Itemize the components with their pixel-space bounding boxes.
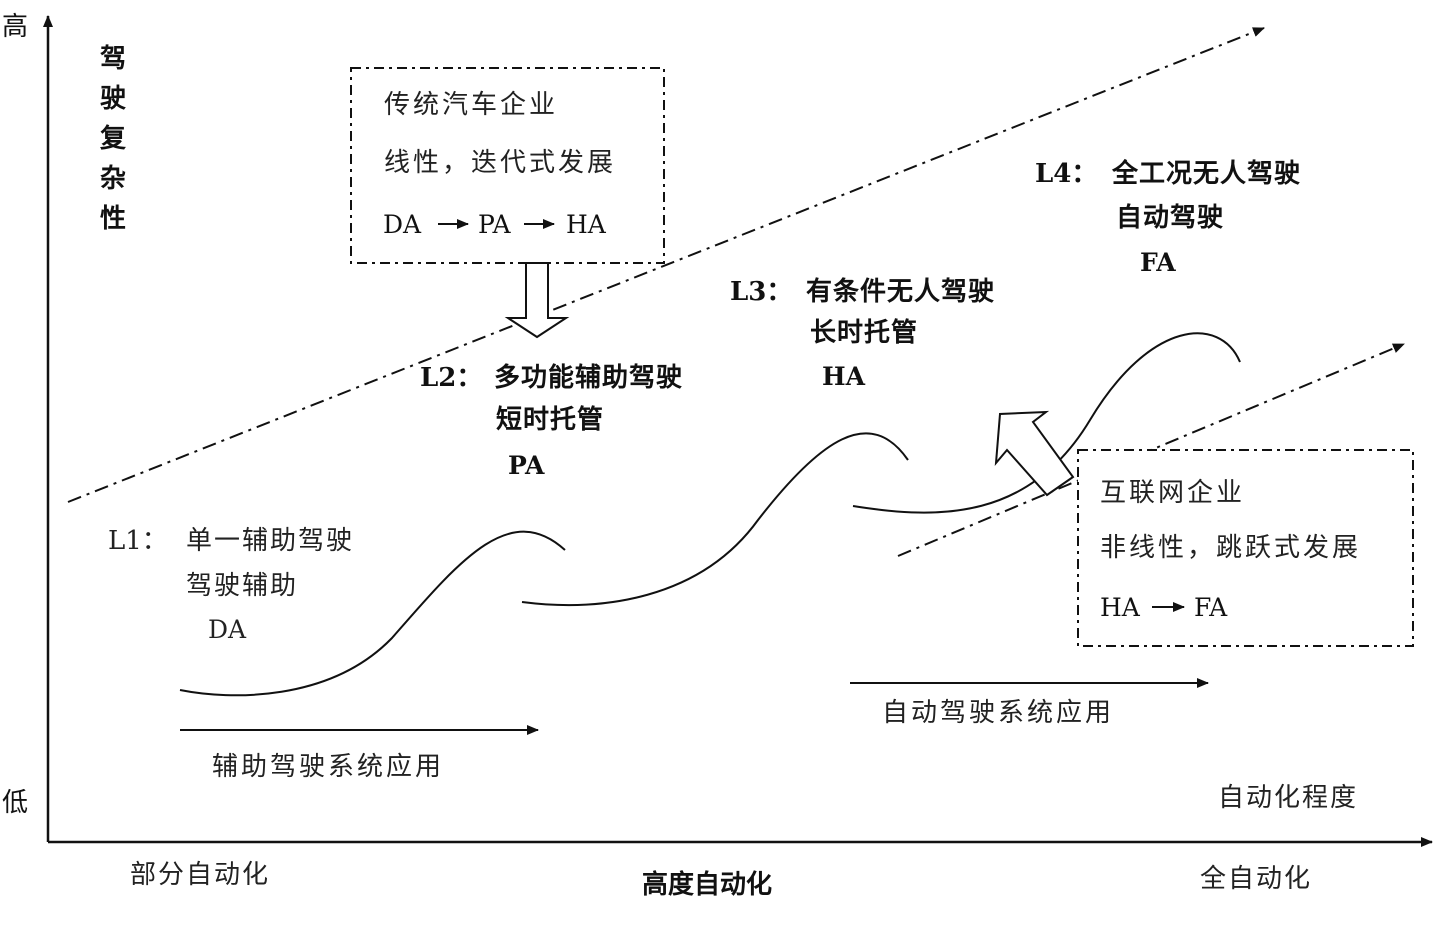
x-axis-right-label: 全自动化	[1200, 864, 1313, 894]
l3-name: 有条件无人驾驶	[806, 277, 996, 307]
l4-desc: 自动驾驶	[1116, 203, 1225, 233]
l3-desc: 长时托管	[810, 318, 919, 348]
traditional-flow-ha: HA	[566, 210, 606, 239]
l3-code: L3：	[730, 277, 793, 307]
l2-code: L2：	[420, 363, 483, 393]
y-title-char: 复	[100, 124, 127, 154]
l2-abbr: PA	[508, 451, 545, 480]
wave-l2	[521, 432, 909, 606]
l4-name: 全工况无人驾驶	[1112, 159, 1302, 189]
l1-name: 单一辅助驾驶	[186, 526, 355, 556]
l1-code: L1：	[108, 526, 168, 556]
x-axis-mid-label: 高度自动化	[642, 870, 773, 900]
traditional-box-subtitle: 线性，迭代式发展	[384, 148, 617, 178]
l4-abbr: FA	[1140, 248, 1176, 277]
up-left-block-arrow	[994, 410, 1075, 497]
x-axis-left-label: 部分自动化	[130, 860, 271, 890]
down-block-arrow	[504, 262, 570, 339]
traditional-flow-da: DA	[383, 210, 422, 239]
l1-abbr: DA	[208, 615, 247, 644]
l4-code: L4：	[1035, 159, 1098, 189]
y-axis-title: 驾 驶 复 杂 性	[100, 46, 126, 246]
internet-flow-ha: HA	[1100, 593, 1140, 622]
traditional-flow-pa: PA	[478, 210, 511, 239]
wave-l3	[852, 332, 1241, 514]
l3-abbr: HA	[822, 362, 866, 391]
wave-l1	[179, 530, 566, 697]
y-title-char: 驶	[100, 84, 127, 114]
l1-desc: 驾驶辅助	[186, 571, 299, 601]
y-axis-high-label: 高	[2, 12, 29, 42]
x-axis-title: 自动化程度	[1218, 783, 1359, 813]
y-title-char: 性	[100, 204, 127, 234]
l2-desc: 短时托管	[496, 405, 605, 435]
assist-application-label: 辅助驾驶系统应用	[212, 752, 445, 782]
auto-application-label: 自动驾驶系统应用	[882, 698, 1115, 728]
internet-box-title: 互联网企业	[1100, 478, 1246, 508]
l2-name: 多功能辅助驾驶	[494, 363, 684, 393]
y-title-char: 杂	[100, 164, 127, 194]
y-axis-low-label: 低	[2, 788, 29, 818]
internet-flow-fa: FA	[1194, 593, 1228, 622]
y-title-char: 驾	[100, 44, 127, 74]
internet-box-subtitle: 非线性，跳跃式发展	[1100, 533, 1362, 563]
traditional-trend-line	[67, 27, 1265, 503]
traditional-box-title: 传统汽车企业	[384, 90, 559, 120]
internet-box-border	[1077, 449, 1414, 647]
